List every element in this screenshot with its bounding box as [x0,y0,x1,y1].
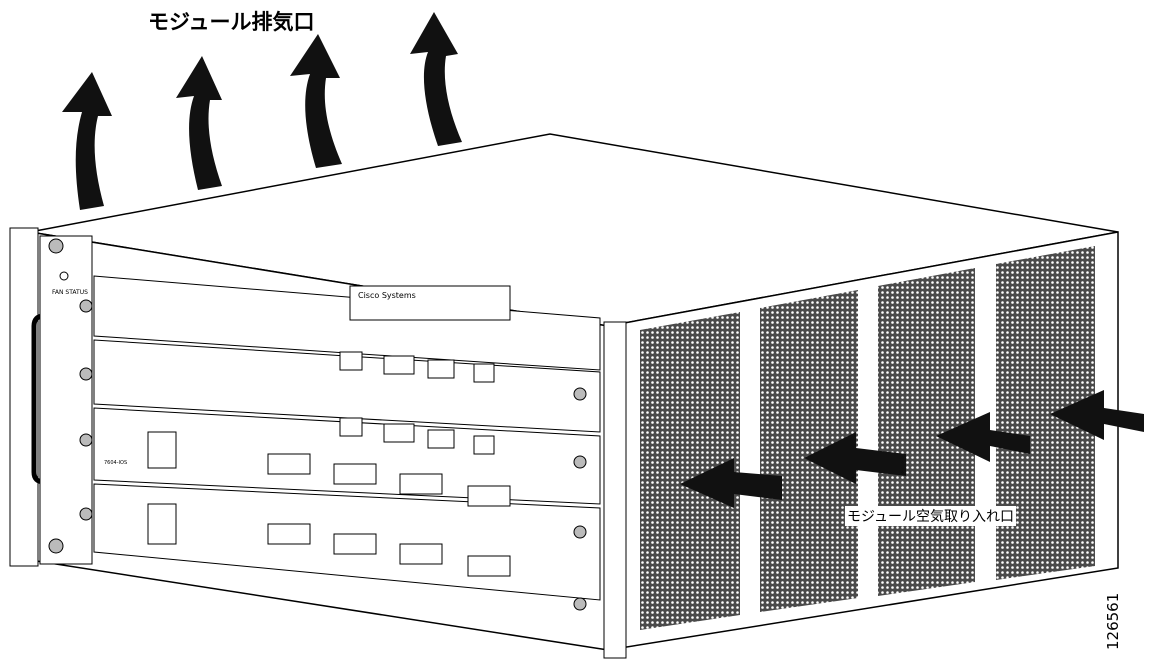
module-screws [79,299,587,611]
fan-status-led [59,271,69,281]
module-slot-3: 7604-IOS [93,407,601,505]
port-blocks [147,351,511,577]
fan-tray-screw-top [48,238,64,254]
intake-label: モジュール空気取り入れ口 [845,506,1017,526]
intake-arrows [680,390,1144,508]
exhaust-arrows [62,12,462,210]
module-slot-1: Cisco Systems [93,275,601,371]
exhaust-label: モジュール排気口 [148,10,315,34]
intake-arrow-2 [804,432,906,484]
fan-tray [39,235,93,565]
vent-grille-2 [760,290,858,612]
intake-arrow-1 [680,458,782,508]
rack-ear-right [603,321,627,659]
intake-arrow-3 [936,412,1030,462]
figure-id: 126561 [1104,592,1122,650]
exhaust-arrow-2 [176,56,222,190]
cisco-logo-text: Cisco Systems [358,291,416,300]
vent-grille-1 [640,312,740,630]
vent-grille-4 [996,246,1095,580]
fan-status-text: FAN STATUS [52,289,88,296]
card-label: 7604-IOS [104,460,127,466]
exhaust-arrow-4 [410,12,462,146]
exhaust-arrow-1 [62,72,112,210]
fan-tray-screw-bottom [48,538,64,554]
exhaust-arrow-3 [290,34,342,168]
intake-arrow-4 [1050,390,1144,440]
